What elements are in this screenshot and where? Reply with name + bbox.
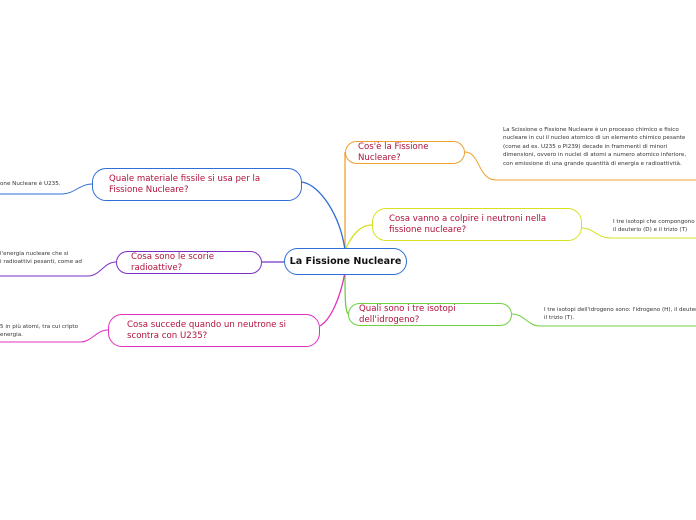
connector-cos-e-note <box>464 151 696 181</box>
note-isotopi-idrogeno: I tre isotopi dell'idrogeno sono: l'idro… <box>544 306 696 323</box>
note-neutroni-line1: I tre isotopi che compongono <box>613 219 695 225</box>
connector-neutrone <box>319 271 346 327</box>
topic-neutrone-scontra[interactable]: Cosa succede quando un neutrone si scont… <box>108 314 320 347</box>
topic-cos-e-fissione-label: Cos'è la Fissione Nucleare? <box>358 141 429 163</box>
connector-neutroni <box>344 224 373 251</box>
topic-materiale-fissile-label: Quale materiale fissile si usa per la Fi… <box>109 173 261 195</box>
note-neutrone-line2: energia. <box>0 332 23 339</box>
note-cos-e-fissione-text: La Scissione o Fissione Nucleare è un pr… <box>503 127 687 167</box>
topic-neutroni-colpire-label: Cosa vanno a colpire i neutroni nella fi… <box>389 213 547 235</box>
topic-isotopi-idrogeno[interactable]: Quali sono i tre isotopi dell'idrogeno? <box>348 303 512 326</box>
connector-materiale <box>301 181 346 251</box>
note-materiale-fissile: one Nucleare è U235. <box>0 180 61 188</box>
note-neutrone-scontra: 5 in più atomi, tra cui cripto energia. <box>0 323 78 340</box>
topic-cos-e-fissione[interactable]: Cos'è la Fissione Nucleare? <box>345 141 465 164</box>
root-topic-label: La Fissione Nucleare <box>289 256 402 267</box>
note-cos-e-fissione: La Scissione o Fissione Nucleare è un pr… <box>503 126 689 168</box>
connector-isotopi-note <box>511 313 696 327</box>
note-scorie-radioattive: l'energia nucleare che si i radioattivi … <box>0 250 82 267</box>
note-scorie-line1: l'energia nucleare che si <box>0 251 69 257</box>
topic-neutrone-scontra-label: Cosa succede quando un neutrone si scont… <box>127 319 287 341</box>
note-scorie-line2: i radioattivi pesanti, come ad <box>0 259 82 266</box>
connector-scorie-note <box>0 261 117 277</box>
connector-neutroni-note <box>581 227 696 239</box>
note-isotopi-line2: il trizio (T). <box>544 315 575 322</box>
note-isotopi-line1: I tre isotopi dell'idrogeno sono: l'idro… <box>544 307 696 313</box>
topic-scorie-radioattive[interactable]: Cosa sono le scorie radioattive? <box>116 251 262 274</box>
connector-materiale-note <box>0 183 93 195</box>
topic-scorie-radioattive-label: Cosa sono le scorie radioattive? <box>131 251 214 273</box>
connector-isotopi <box>344 271 349 315</box>
topic-materiale-fissile[interactable]: Quale materiale fissile si usa per la Fi… <box>92 168 302 201</box>
topic-isotopi-idrogeno-label: Quali sono i tre isotopi dell'idrogeno? <box>359 303 456 325</box>
note-neutroni-line2: il deuterio (D) e il trizio (T) <box>613 227 688 234</box>
connector-neutrone-note <box>0 329 109 343</box>
note-neutrone-line1: 5 in più atomi, tra cui cripto <box>0 324 78 330</box>
note-materiale-line1: one Nucleare è U235. <box>0 181 61 187</box>
root-topic[interactable]: La Fissione Nucleare <box>284 248 407 275</box>
topic-neutroni-colpire[interactable]: Cosa vanno a colpire i neutroni nella fi… <box>372 208 582 241</box>
note-neutroni-colpire: I tre isotopi che compongono il deuterio… <box>613 218 695 235</box>
